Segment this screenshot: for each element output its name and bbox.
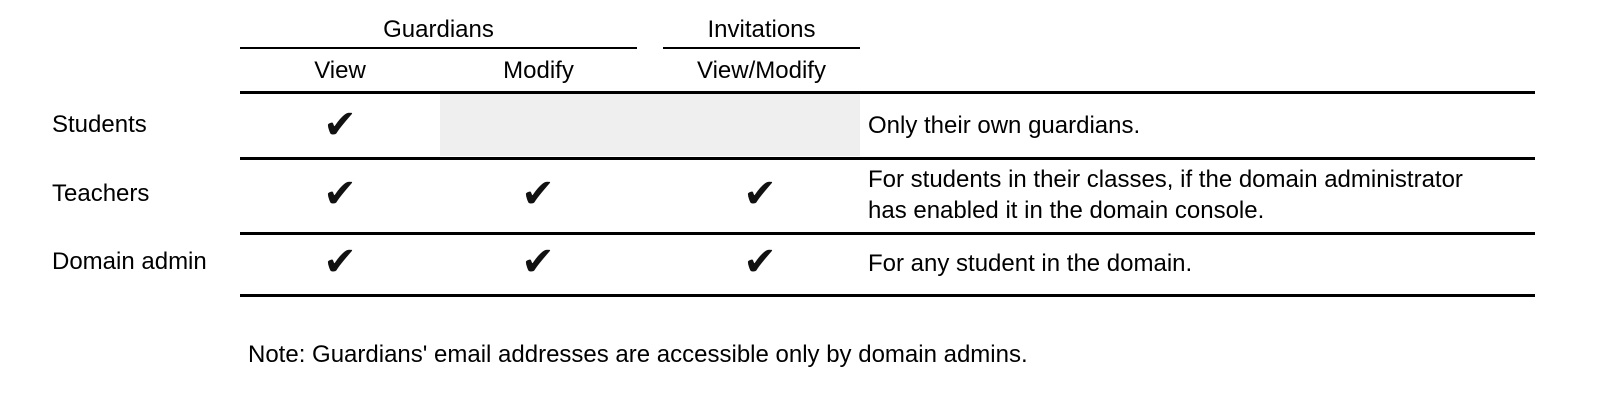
note-teachers: For students in their classes, if the do… — [868, 166, 1463, 224]
row-rule-after-students — [240, 157, 1535, 160]
checkmark-teachers-invitations-view-modify: ✔ — [743, 171, 777, 217]
spanner-rule-guardians — [240, 47, 637, 49]
checkmark-students-guardians-view: ✔ — [323, 102, 357, 148]
row-label-students: Students — [52, 111, 147, 138]
row-label-domain-admin: Domain admin — [52, 248, 207, 275]
group-header-invitations: Invitations — [707, 16, 816, 43]
checkmark-teachers-guardians-modify: ✔ — [521, 171, 555, 217]
checkmark-domain-admin-invitations-view-modify: ✔ — [743, 239, 777, 285]
column-header-modify: Modify — [503, 57, 574, 84]
checkmark-teachers-guardians-view: ✔ — [323, 171, 357, 217]
note-domain-admin: For any student in the domain. — [868, 250, 1193, 277]
checkmark-domain-admin-guardians-view: ✔ — [323, 239, 357, 285]
note-students: Only their own guardians. — [868, 112, 1141, 139]
column-header-view-modify: View/Modify — [697, 57, 826, 84]
row-label-teachers: Teachers — [52, 180, 150, 207]
table-bottom-rule — [240, 294, 1535, 297]
shaded-not-applicable-cell — [440, 94, 860, 156]
footnote-text: Note: Guardians' email addresses are acc… — [248, 341, 1028, 368]
group-header-guardians: Guardians — [383, 16, 494, 43]
spanner-rule-invitations — [663, 47, 860, 49]
row-rule-after-teachers — [240, 232, 1535, 235]
header-bottom-rule — [240, 91, 1535, 94]
column-header-view: View — [314, 57, 366, 84]
checkmark-domain-admin-guardians-modify: ✔ — [521, 239, 555, 285]
